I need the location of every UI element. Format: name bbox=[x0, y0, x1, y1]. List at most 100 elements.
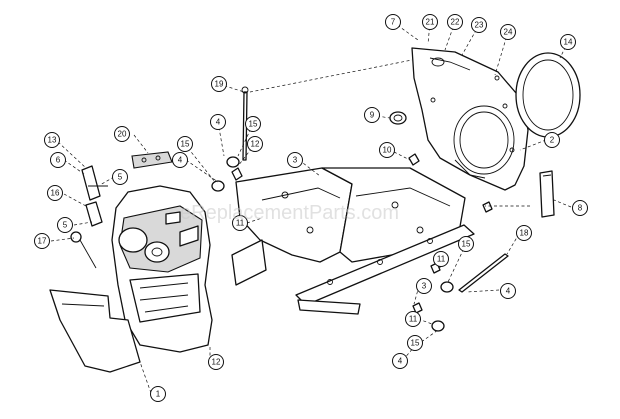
callout-circle bbox=[364, 107, 380, 123]
callout-circle bbox=[112, 169, 128, 185]
callout-12: 12 bbox=[208, 354, 224, 370]
callout-label: 11 bbox=[437, 255, 446, 264]
callout-circle bbox=[405, 311, 421, 327]
callout-circle bbox=[458, 236, 474, 252]
callout-circle bbox=[447, 14, 463, 30]
callout-label: 13 bbox=[48, 136, 57, 145]
callout-circle bbox=[471, 17, 487, 33]
callout-label: 12 bbox=[212, 358, 221, 367]
callout-11: 11 bbox=[232, 215, 248, 231]
callout-circle bbox=[416, 278, 432, 294]
front-panel bbox=[49, 289, 141, 373]
callout-label: 14 bbox=[564, 38, 573, 47]
callout-label: 4 bbox=[178, 156, 183, 165]
callout-circle bbox=[572, 200, 588, 216]
callout-14: 14 bbox=[560, 34, 576, 50]
callout-label: 5 bbox=[118, 173, 123, 182]
callout-label: 18 bbox=[520, 229, 529, 238]
callout-label: 1 bbox=[156, 390, 161, 399]
callout-3: 3 bbox=[287, 152, 303, 168]
callout-16: 16 bbox=[47, 185, 63, 201]
callout-label: 15 bbox=[462, 240, 471, 249]
callout-circle bbox=[500, 283, 516, 299]
callout-label: 3 bbox=[293, 156, 298, 165]
callout-circle bbox=[114, 126, 130, 142]
callout-label: 8 bbox=[578, 204, 583, 213]
watermark-text: eReplacementParts.com bbox=[180, 202, 399, 224]
callout-circle bbox=[208, 354, 224, 370]
callout-13: 13 bbox=[44, 132, 60, 148]
callout-15: 15 bbox=[245, 116, 261, 132]
callout-circle bbox=[34, 233, 50, 249]
ring-gasket bbox=[515, 52, 581, 138]
callout-circle bbox=[433, 251, 449, 267]
callout-label: 3 bbox=[422, 282, 427, 291]
callout-circle bbox=[392, 353, 408, 369]
callout-circle bbox=[210, 114, 226, 130]
callout-label: 2 bbox=[550, 136, 555, 145]
callout-1: 1 bbox=[150, 386, 166, 402]
callout-label: 19 bbox=[215, 80, 224, 89]
callout-22: 22 bbox=[447, 14, 463, 30]
callout-15: 15 bbox=[407, 335, 423, 351]
callout-label: 20 bbox=[118, 130, 127, 139]
bracket bbox=[539, 170, 555, 218]
callout-10: 10 bbox=[379, 142, 395, 158]
callout-label: 10 bbox=[383, 146, 392, 155]
callout-circle bbox=[172, 152, 188, 168]
main-frame bbox=[231, 167, 475, 315]
callout-label: 6 bbox=[56, 156, 61, 165]
callout-circle bbox=[422, 14, 438, 30]
callout-2: 2 bbox=[544, 132, 560, 148]
callout-circle bbox=[516, 225, 532, 241]
callout-11: 11 bbox=[433, 251, 449, 267]
callout-circle bbox=[407, 335, 423, 351]
callout-circle bbox=[560, 34, 576, 50]
callout-label: 15 bbox=[181, 140, 190, 149]
callout-circle bbox=[385, 14, 401, 30]
callout-circle bbox=[544, 132, 560, 148]
callout-7: 7 bbox=[385, 14, 401, 30]
callout-6: 6 bbox=[50, 152, 66, 168]
callout-label: 15 bbox=[249, 120, 258, 129]
callout-5: 5 bbox=[112, 169, 128, 185]
callout-circle bbox=[379, 142, 395, 158]
grommet bbox=[389, 111, 407, 125]
leader-lines bbox=[50, 21, 572, 394]
trim-panel bbox=[131, 151, 173, 169]
callout-label: 4 bbox=[506, 287, 511, 296]
callout-label: 15 bbox=[411, 339, 420, 348]
callout-18: 18 bbox=[516, 225, 532, 241]
callout-23: 23 bbox=[471, 17, 487, 33]
callout-21: 21 bbox=[422, 14, 438, 30]
callout-4: 4 bbox=[210, 114, 226, 130]
callout-circle bbox=[287, 152, 303, 168]
callout-11: 11 bbox=[405, 311, 421, 327]
callout-circle bbox=[177, 136, 193, 152]
rear-plate bbox=[411, 47, 529, 191]
callout-5: 5 bbox=[57, 217, 73, 233]
callout-circle bbox=[245, 116, 261, 132]
callout-label: 7 bbox=[391, 18, 396, 27]
callout-label: 4 bbox=[216, 118, 221, 127]
callout-label: 24 bbox=[504, 28, 513, 37]
rod bbox=[241, 86, 249, 161]
callout-12: 12 bbox=[247, 136, 263, 152]
callout-15: 15 bbox=[177, 136, 193, 152]
callout-4: 4 bbox=[392, 353, 408, 369]
callout-label: 17 bbox=[38, 237, 47, 246]
callout-circle bbox=[500, 24, 516, 40]
callout-19: 19 bbox=[211, 76, 227, 92]
callout-15: 15 bbox=[458, 236, 474, 252]
dash-housing bbox=[111, 185, 213, 353]
callout-label: 9 bbox=[370, 111, 375, 120]
callout-17: 17 bbox=[34, 233, 50, 249]
callout-circle bbox=[232, 215, 248, 231]
callout-24: 24 bbox=[500, 24, 516, 40]
callout-4: 4 bbox=[500, 283, 516, 299]
callout-4: 4 bbox=[172, 152, 188, 168]
callout-label: 21 bbox=[426, 18, 435, 27]
lever-linkage bbox=[81, 165, 108, 227]
